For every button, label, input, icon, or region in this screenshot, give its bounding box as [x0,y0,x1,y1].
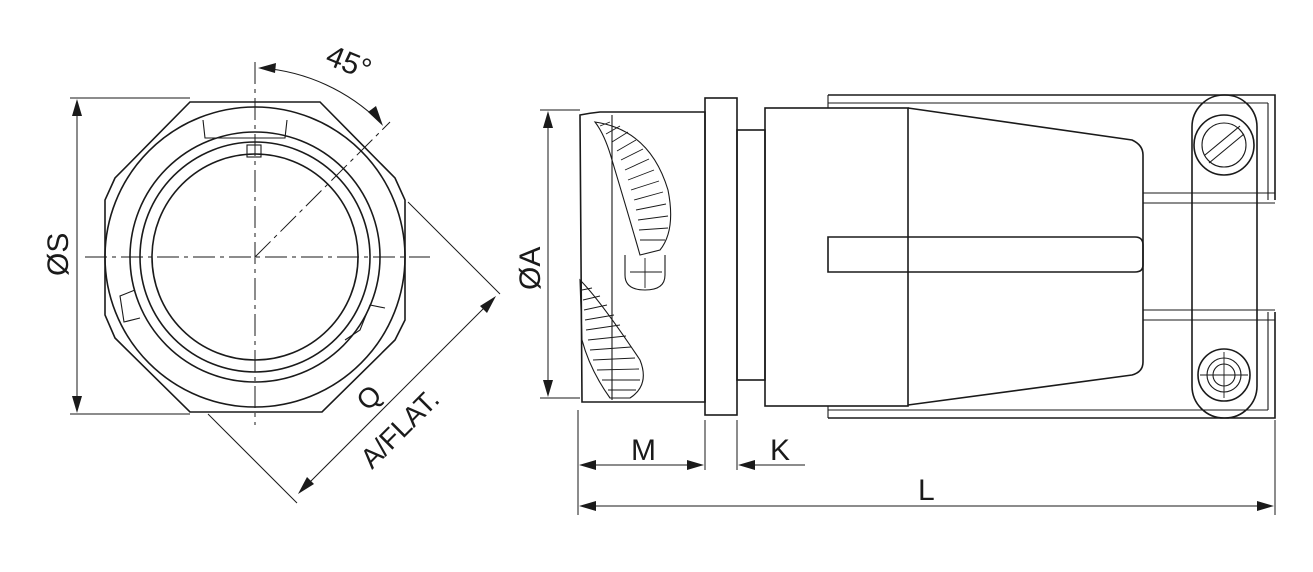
k-label: K [770,434,790,467]
flange-neck [736,129,766,381]
side-view [540,94,1276,515]
k-arrow [738,460,755,470]
clamp-frame-bottom [828,312,1276,419]
m-arrow-right [687,460,704,470]
clamp-screw-upper-head [1201,122,1247,168]
angle-label: 45° [321,39,375,87]
tapered-section [907,107,1144,406]
diameter-a-label: ØA [514,247,547,290]
front-right-notch [344,304,386,341]
front-nut-octagon [104,101,406,413]
angle-arrow-end [368,106,383,126]
knurl-upper-teeth [599,121,669,241]
clamp-frame-top [828,94,1276,200]
a-arrow-top [543,111,553,128]
clamp-screw-upper [1193,114,1255,176]
front-view [70,62,501,504]
locking-pin [624,255,666,291]
nut-body [579,111,706,403]
l-arrow-left [579,501,596,511]
a-arrow-bottom [543,380,553,397]
knurl-upper [593,121,672,256]
q-extension-left [207,413,298,504]
screw-slot-b [1208,133,1245,164]
diameter-s-label: ØS [42,233,75,276]
m-label: M [631,434,656,467]
front-diagonal-centerline [254,121,391,258]
s-arrow-top [72,99,82,116]
screw-slot-a [1204,125,1241,156]
m-arrow-left [579,460,596,470]
l-label: L [918,474,935,507]
q-dimension-line [299,297,495,493]
angle-arrow-start [258,63,276,73]
q-arrow-bottom [298,477,314,494]
body-slot [827,236,1144,273]
knurl-lower-teeth [581,287,640,391]
front-top-notch [202,119,288,139]
connector-body [764,107,909,407]
clamp-screw-lower [1197,348,1251,402]
front-left-notch [119,289,141,323]
q-extension-right [407,201,501,295]
s-arrow-bottom [72,396,82,413]
l-arrow-right [1257,501,1274,511]
clamp-bar [1191,94,1258,419]
q-arrow-top [480,296,496,313]
flange [704,97,738,416]
front-key-slot [246,144,262,158]
